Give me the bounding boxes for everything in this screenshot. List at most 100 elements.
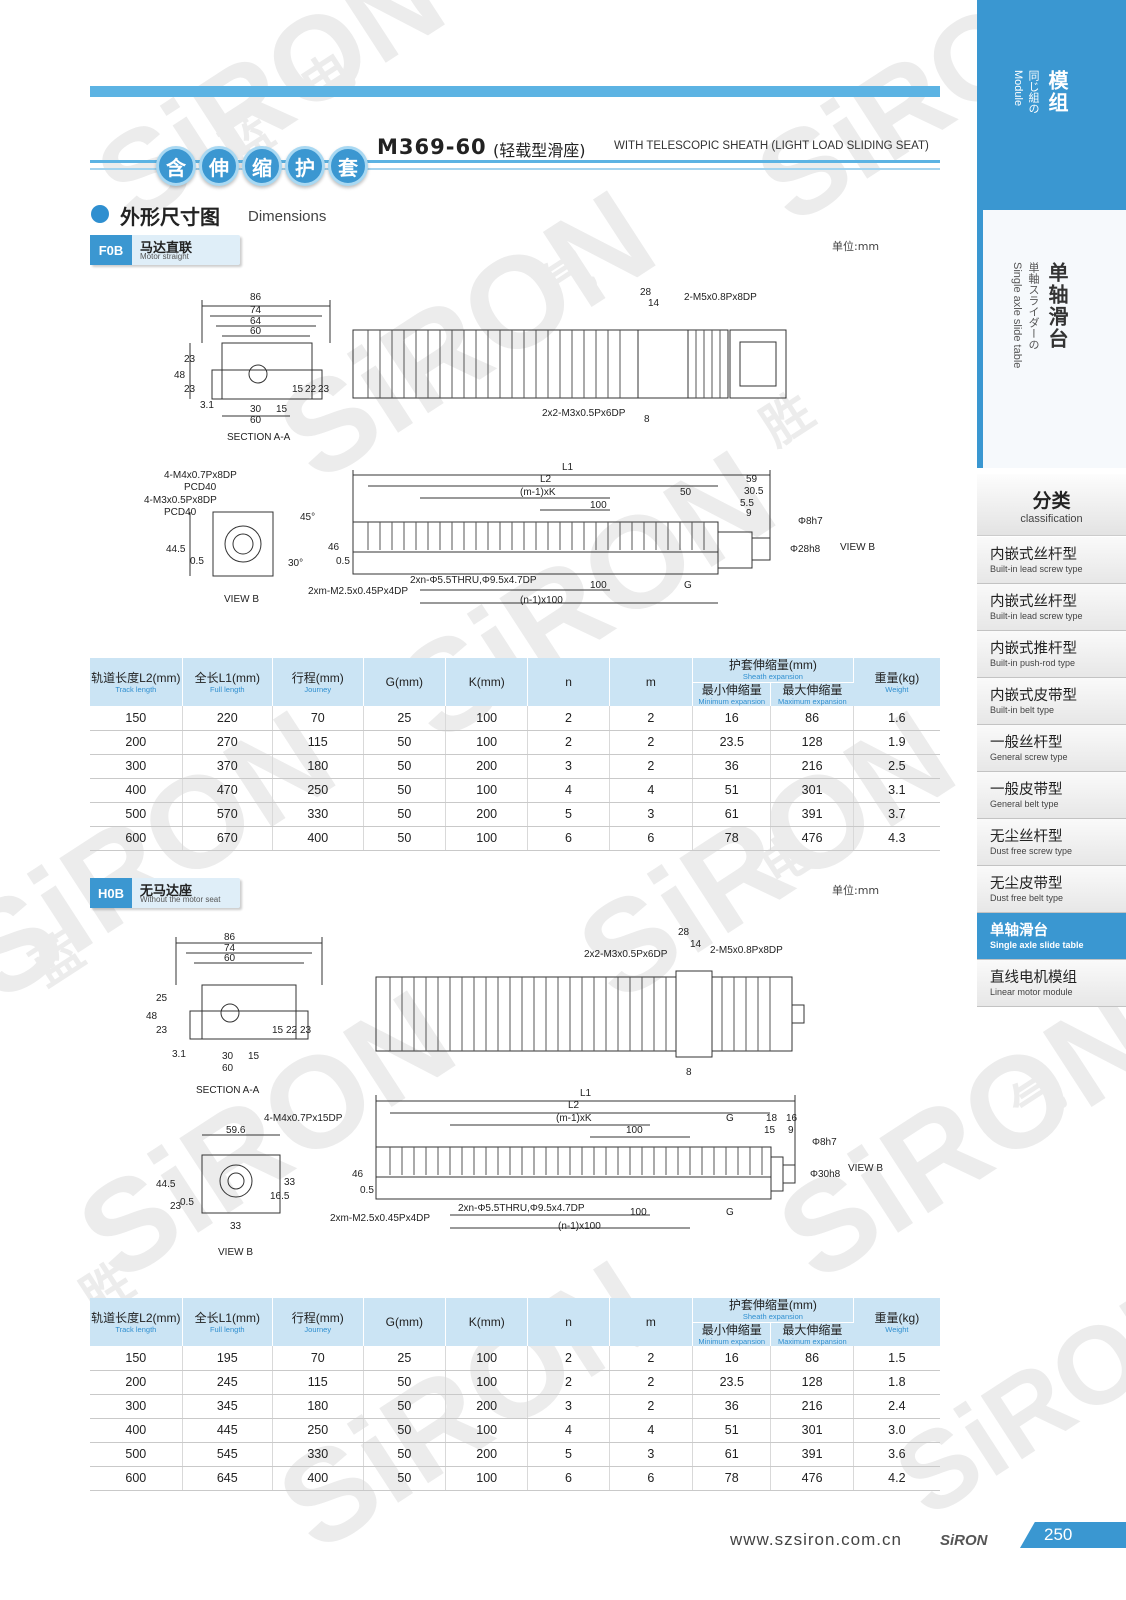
dim-label: 9 [788,1125,794,1136]
col-header-l2: 轨道长度L2(mm)Track length [90,1298,183,1346]
footer-website[interactable]: www.szsiron.com.cn [730,1530,902,1549]
dim-label: 64 [250,316,262,327]
title-underline [90,160,940,163]
dim-label: 23 [300,1025,312,1036]
dim-label: 2-M5x0.8Px8DP [710,945,783,956]
badge-char: 含 [156,146,196,186]
dim-label: 45° [300,512,315,523]
dim-label: 2xn-Φ5.5THRU,Φ9.5x4.7DP [410,575,537,586]
model-subtitle-en: WITH TELESCOPIC SHEATH (LIGHT LOAD SLIDI… [614,140,929,152]
dim-label: 14 [648,298,660,309]
dim-label: 4-M4x0.7Px15DP [264,1113,343,1124]
section-label: SECTION A-A [196,1085,260,1096]
dim-label: 59 [746,474,758,485]
dim-label: 30 [250,404,262,415]
dim-label: 2xn-Φ5.5THRU,Φ9.5x4.7DP [458,1203,585,1214]
col-header-l1: 全长L1(mm)Full length [182,658,273,706]
dim-label: (m-1)xK [556,1113,592,1124]
page-number: 250 [1020,1522,1126,1548]
dim-label: 100 [630,1207,647,1218]
dim-label: 86 [224,932,236,943]
dim-label: 86 [250,292,262,303]
h0b-label-en: Without the motor seat [140,895,221,904]
dim-label: VIEW B [224,594,259,605]
dim-label: 3.1 [172,1049,186,1060]
section-title-cn: 外形尺寸图 [120,205,220,229]
classification-subtitle: classification [1020,513,1083,525]
f0b-tag: F0B 马达直联 Motor straight [90,235,240,265]
h0b-spec-table: 轨道长度L2(mm)Track length 全长L1(mm)Full leng… [90,1298,940,1491]
dim-label: 48 [174,370,186,381]
dim-label: 23 [318,384,330,395]
dim-label: L1 [562,462,574,473]
dim-label: 28 [640,287,652,298]
col-header-n: n [527,1298,610,1346]
dim-label: 60 [224,953,236,964]
section-label: SECTION A-A [227,432,291,443]
dim-label: 2x2-M3x0.5Px6DP [542,408,626,419]
col-header-m: m [609,658,694,706]
dim-label: 100 [590,580,607,591]
dim-label: G [684,580,692,591]
dim-label: 22 [286,1025,298,1036]
dim-label: 23 [184,384,196,395]
dim-label: 74 [250,305,262,316]
dim-label: 23 [156,1025,168,1036]
section-bullet-icon [91,205,109,223]
side-category-en: Single axle slide table [1011,262,1023,369]
dim-label: 8 [644,414,650,425]
classification-title: 分类 [1032,490,1071,512]
dim-label: L2 [568,1100,580,1111]
dim-label: 33 [284,1177,296,1188]
dim-label: 60 [250,415,262,426]
badge-char: 缩 [242,146,282,186]
col-header-l2: 轨道长度L2(mm)Track length [90,658,183,706]
dim-label: 25 [156,993,168,1004]
footer-logo: SiRON [940,1532,988,1549]
side-category-cn: 单轴滑台 [1045,262,1069,350]
col-header-weight: 重量(kg)Weight [853,1298,940,1346]
dim-label: 30.5 [744,486,764,497]
dim-label: 4-M4x0.7Px8DP [164,470,237,481]
badge-char: 护 [285,146,325,186]
dim-label: 18 [766,1113,778,1124]
h0b-drawing: 86 74 60 48 25 23 3.1 15 22 23 30 15 60 … [146,927,883,1258]
top-accent-bar [90,86,940,97]
dim-label: 100 [590,500,607,511]
col-header-stroke: 行程(mm)Journey [272,1298,364,1346]
h0b-label-cn: 无马达座 [140,884,193,899]
dim-label: 0.5 [180,1197,194,1208]
dim-label: 28 [678,927,690,938]
dim-label: 23 [170,1201,182,1212]
dim-label: 0.5 [336,556,350,567]
dim-label: 0.5 [360,1185,374,1196]
dim-label: Φ30h8 [810,1169,841,1180]
dim-label: Φ28h8 [790,544,821,555]
side-category-panel [977,210,1126,468]
col-header-sheath: 护套伸缩量(mm)Sheath expansion [692,658,854,682]
badge-char: 套 [328,146,368,186]
dim-label: 2xm-M2.5x0.45Px4DP [308,586,408,597]
col-header-n: n [527,658,610,706]
dim-label: (m-1)xK [520,487,556,498]
model-number: M369-60 [377,135,487,159]
dim-label: G [726,1207,734,1218]
dim-label: G [726,1113,734,1124]
